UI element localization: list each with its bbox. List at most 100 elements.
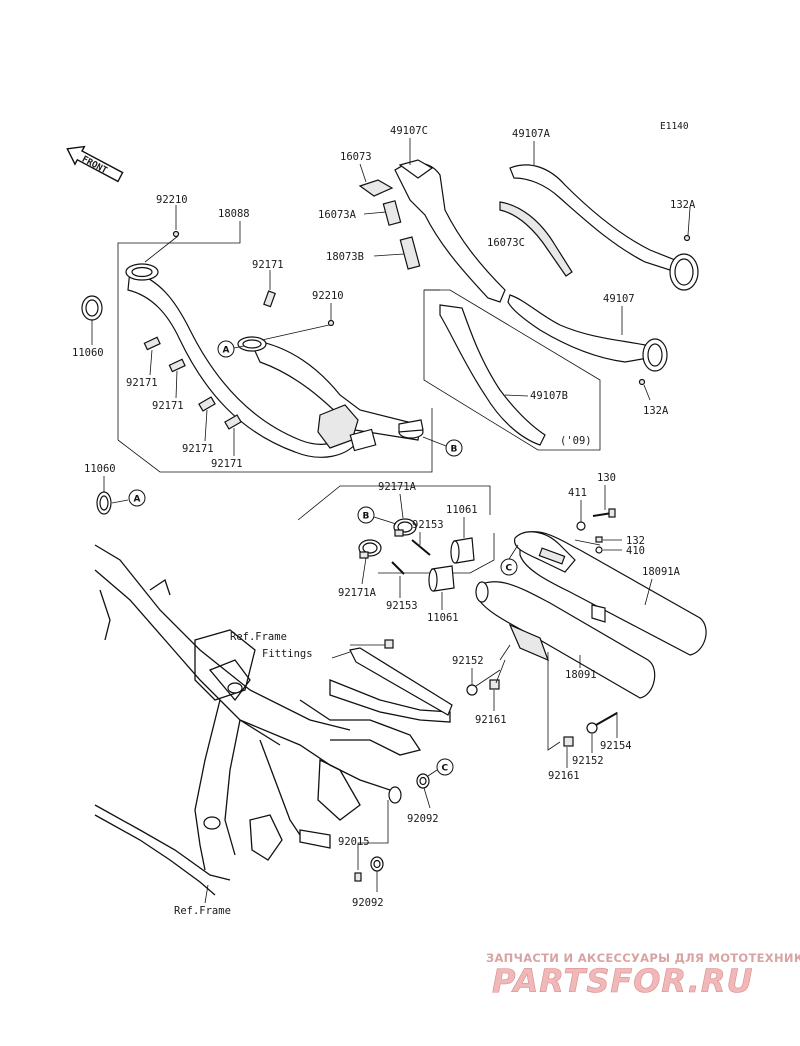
bolt-130 [592,508,616,518]
svg-text:A: A [223,346,230,356]
label-16073A: 16073A [318,209,357,221]
label-18073B: 18073B [326,251,364,263]
label-92152-left: 92152 [452,655,484,667]
label-92092-right: 92092 [407,813,439,825]
label-year-09: ('09) [560,435,592,447]
label-16073C: 16073C [487,237,525,249]
washer-410 [595,546,603,554]
label-49107A: 49107A [512,128,551,140]
label-49107: 49107 [603,293,635,305]
header-pipe-18088 [125,263,424,458]
washer-92152-left [466,684,478,696]
grommet-92092-bottom [370,856,384,872]
stud-92171-d [198,396,216,412]
year-09-bracket [423,289,601,451]
heat-shield-49107C [394,159,506,303]
stud-92171-c [168,358,186,373]
heat-shield-49107A [509,164,699,291]
heat-shield-16073C [499,201,573,277]
stud-92171-b [143,336,161,351]
label-49107B: 49107B [530,390,568,402]
stud-92171-e [224,414,242,430]
label-132: 132 [626,535,645,547]
gasket-11060-top [81,295,103,321]
callout-B-1: B [445,439,463,457]
nut-92161-right [563,736,574,747]
frame-fittings-bracket [331,639,453,716]
label-410: 410 [626,545,645,557]
watermark-tagline: ЗАПЧАСТИ И АКСЕССУАРЫ ДЛЯ МОТОТЕХНИКИ [486,951,800,965]
label-11061-top: 11061 [446,504,478,516]
label-92171-c: 92171 [152,400,184,412]
watermark-logo: PARTSFOR.RU [492,962,753,1000]
bolt-92154 [595,712,618,726]
bolt-92153-top [411,539,431,556]
label-ref-frame-fittings-2: Fittings [262,648,313,660]
washer-92152-right [586,722,598,734]
heat-shield-16073 [358,179,394,197]
grommet-92092-right [416,773,430,789]
callout-A-2: A [128,489,146,507]
label-92171A-top: 92171A [378,481,417,493]
label-92154: 92154 [600,740,632,752]
callout-C-1: C [500,558,518,576]
svg-text:B: B [363,512,370,522]
label-92171-a: 92171 [252,259,284,271]
screw-132A-bottom [638,378,646,386]
nut-92210-top [172,230,180,238]
svg-text:B: B [451,445,458,455]
label-11061-bottom: 11061 [427,612,459,624]
label-16073: 16073 [340,151,372,163]
screw-132A-top [683,234,691,242]
washer-411 [576,521,586,531]
svg-text:A: A [134,495,141,505]
label-18088: 18088 [218,208,250,220]
label-11060-bottom: 11060 [84,463,116,475]
label-18091A: 18091A [642,566,681,578]
muffler-18091 [475,581,656,699]
callout-B-2: B [357,506,375,524]
label-92092-bottom: 92092 [352,897,384,909]
muffler-group-lines [297,485,495,574]
bolt-92015 [354,872,362,882]
label-92161-right: 92161 [548,770,580,782]
heat-shield-49107 [507,294,668,372]
bolt-132 [595,536,603,543]
label-92152-right: 92152 [572,755,604,767]
label-92171-d: 92171 [182,443,214,455]
label-92015: 92015 [338,836,370,848]
callout-C-2: C [436,758,454,776]
clamp-92171A-bottom [358,539,382,559]
motorcycle-frame [94,544,451,896]
label-92153-bottom: 92153 [386,600,418,612]
gasket-11060-bottom [96,491,112,515]
label-92171-e: 92171 [211,458,243,470]
label-92161-left: 92161 [475,714,507,726]
stud-92171-a [263,270,276,308]
label-411: 411 [568,487,587,499]
nut-92210-mid [327,319,335,327]
svg-text:C: C [506,564,513,574]
callout-A-1: A [217,340,235,358]
label-92171-b: 92171 [126,377,158,389]
front-arrow-icon: FRONT [66,145,124,183]
label-18091: 18091 [565,669,597,681]
label-132A-top: 132A [670,199,696,211]
clamp-92171A-top [393,518,417,537]
svg-text:C: C [442,764,449,774]
nut-92161-left [489,679,500,690]
label-132A-bottom: 132A [643,405,669,417]
label-130: 130 [597,472,616,484]
label-ref-frame-bottom: Ref.Frame [174,905,231,917]
label-11060-top: 11060 [72,347,104,359]
label-92153-top: 92153 [412,519,444,531]
heat-shield-16073A [382,200,402,226]
gasket-11061-top [450,537,475,564]
heat-shield-49107B [439,304,546,446]
heat-shield-18073B [399,236,421,270]
header-pipe-group-bracket [117,221,433,473]
label-49107C: 49107C [390,125,428,137]
bolt-92153-bottom [391,561,405,575]
label-92210-top: 92210 [156,194,188,206]
